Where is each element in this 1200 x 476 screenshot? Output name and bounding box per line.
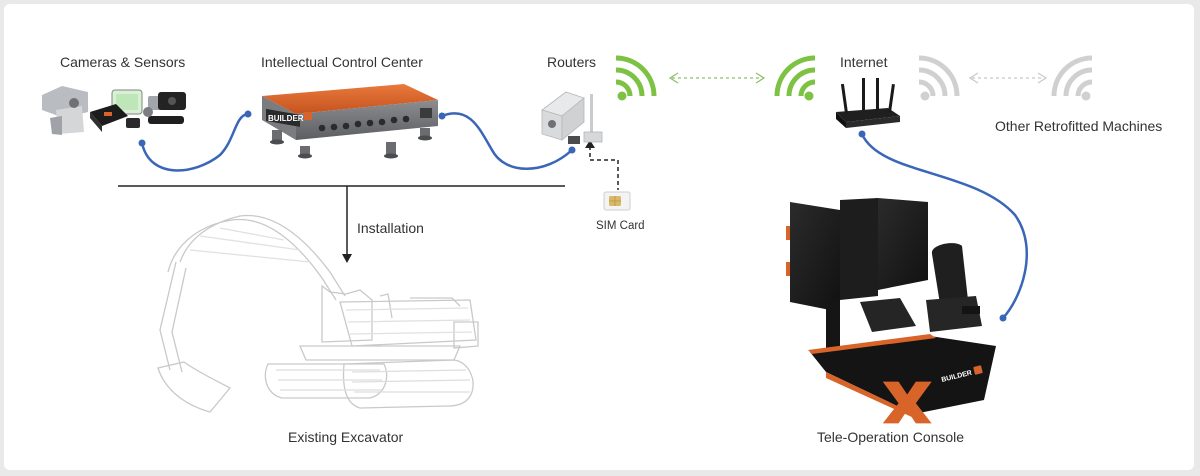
cable-control-router [438,112,576,170]
routers-label: Routers [547,54,597,70]
svg-text:BUILDER: BUILDER [268,114,304,123]
wireless-link-arrow [968,72,1048,84]
router-icon [836,78,900,128]
sim-connector [585,140,619,190]
tele-operation-console-image: BUILDER [786,198,996,424]
sim-card-label: SIM Card [596,220,645,232]
other-machines-label: Other Retrofitted Machines [995,118,1163,134]
installation-connector [118,185,565,263]
diagram-frame [4,4,1194,470]
wifi-signal-icon [615,55,657,101]
wireless-link-arrow [668,72,766,84]
excavator-image [157,214,479,413]
console-label: Tele-Operation Console [817,429,965,445]
cable-internet-console [858,130,1029,322]
wifi-signal-icon [918,55,960,101]
cameras-sensors-image [42,86,186,135]
control-center-label: Intellectual Control Center [261,54,423,70]
internet-label: Internet [840,54,888,70]
router-module-image [541,91,603,144]
control-center-image: BUILDER [262,84,438,159]
cameras-sensors-label: Cameras & Sensors [60,54,186,70]
cable-camera-control [138,110,252,172]
wifi-signal-icon [1051,55,1093,101]
sim-card-icon [603,191,631,211]
installation-label: Installation [357,220,424,236]
excavator-label: Existing Excavator [288,429,404,445]
wifi-signal-icon [774,55,816,101]
